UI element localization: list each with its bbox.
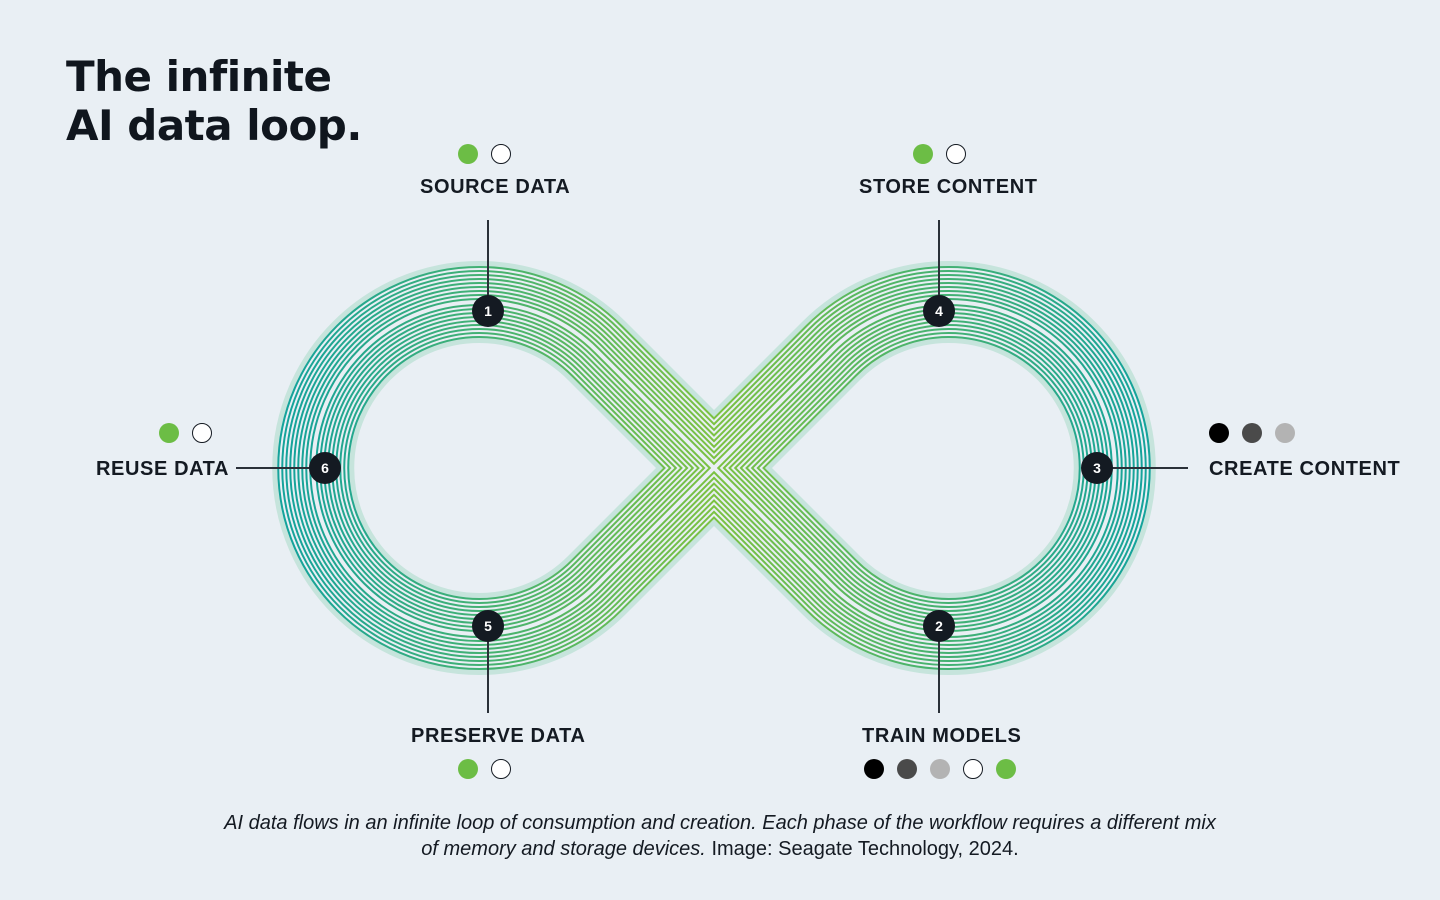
stage-number-3: 3 bbox=[1093, 460, 1101, 476]
stage-number-5: 5 bbox=[484, 618, 492, 634]
loop-bands bbox=[277, 266, 1151, 670]
stage-label-preserve-data: PRESERVE DATA bbox=[411, 725, 586, 747]
device-dot bbox=[963, 759, 983, 779]
stage-marker-5: 5 bbox=[472, 610, 504, 642]
device-dot bbox=[897, 759, 917, 779]
caption: AI data flows in an infinite loop of con… bbox=[220, 810, 1220, 862]
device-dot bbox=[1242, 423, 1262, 443]
stage-marker-3: 3 bbox=[1081, 452, 1113, 484]
caption-credit: Image: Seagate Technology, 2024. bbox=[711, 838, 1019, 860]
device-dot bbox=[458, 144, 478, 164]
stage-label-train-models: TRAIN MODELS bbox=[862, 725, 1022, 747]
device-dots-store-content bbox=[913, 144, 966, 164]
device-dot bbox=[491, 759, 511, 779]
stage-marker-2: 2 bbox=[923, 610, 955, 642]
stage-label-store-content: STORE CONTENT bbox=[859, 176, 1038, 198]
device-dots-train-models bbox=[864, 759, 1016, 779]
stage-marker-1: 1 bbox=[472, 295, 504, 327]
device-dot bbox=[996, 759, 1016, 779]
stage-label-create-content: CREATE CONTENT bbox=[1209, 458, 1401, 480]
device-dot bbox=[1275, 423, 1295, 443]
device-dots-reuse-data bbox=[159, 423, 212, 443]
stage-marker-4: 4 bbox=[923, 295, 955, 327]
page-title: The infinite AI data loop. bbox=[66, 52, 362, 150]
device-dot bbox=[864, 759, 884, 779]
stage-marker-6: 6 bbox=[309, 452, 341, 484]
device-dot bbox=[930, 759, 950, 779]
device-dot bbox=[159, 423, 179, 443]
device-dots-create-content bbox=[1209, 423, 1295, 443]
stage-label-source-data: SOURCE DATA bbox=[420, 176, 571, 198]
caption-description: AI data flows in an infinite loop of con… bbox=[224, 812, 1216, 860]
stage-number-6: 6 bbox=[321, 460, 329, 476]
title-line-2: AI data loop. bbox=[66, 101, 362, 150]
device-dot bbox=[1209, 423, 1229, 443]
device-dots-preserve-data bbox=[458, 759, 511, 779]
device-dot bbox=[458, 759, 478, 779]
stage-label-reuse-data: REUSE DATA bbox=[96, 458, 230, 480]
connector-lines bbox=[236, 220, 1188, 713]
title-line-1: The infinite bbox=[66, 52, 332, 101]
device-dot bbox=[192, 423, 212, 443]
stage-number-2: 2 bbox=[935, 618, 943, 634]
device-dot bbox=[913, 144, 933, 164]
device-dot bbox=[946, 144, 966, 164]
device-dot bbox=[491, 144, 511, 164]
stage-number-4: 4 bbox=[935, 303, 943, 319]
device-dots-source-data bbox=[458, 144, 511, 164]
stage-number-1: 1 bbox=[484, 303, 492, 319]
